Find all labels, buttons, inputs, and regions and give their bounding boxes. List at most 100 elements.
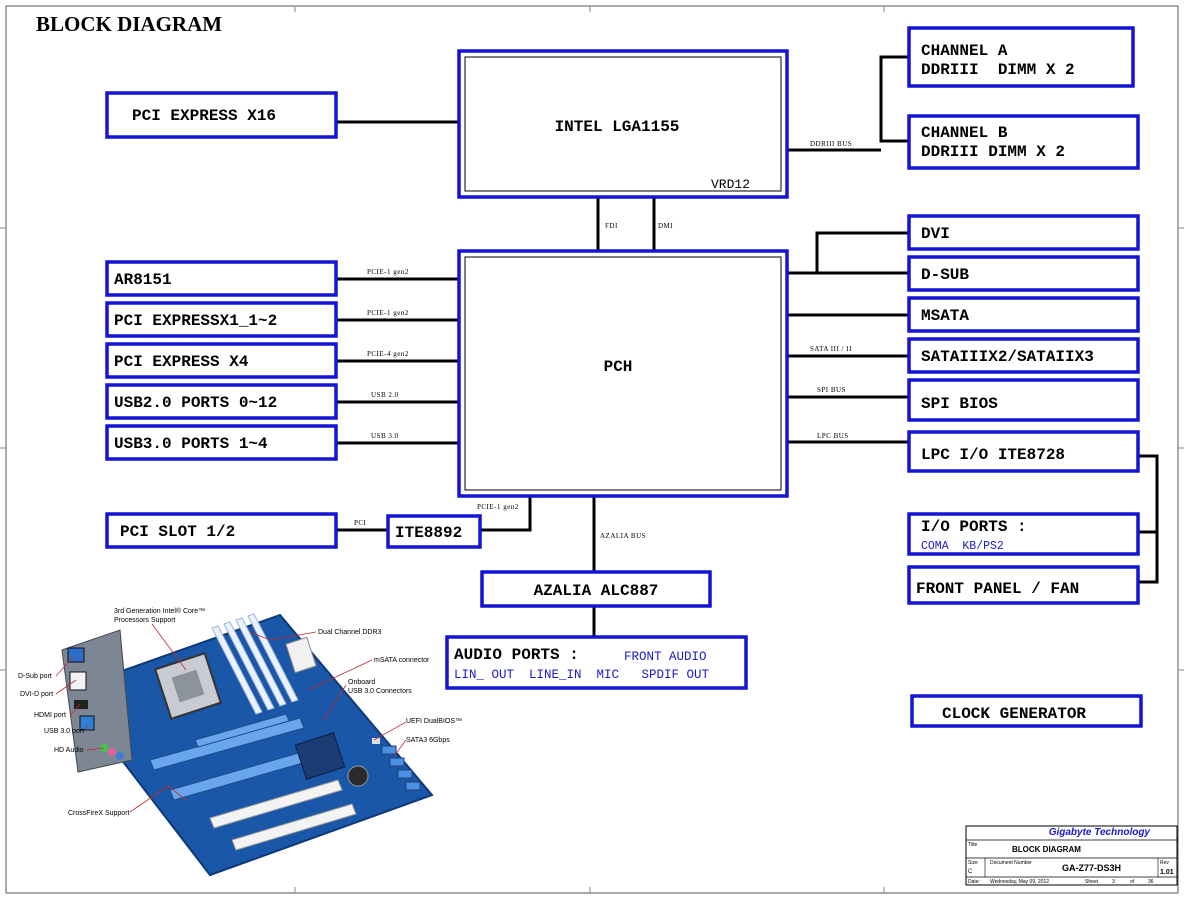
callout-cpu-1: 3rd Generation Intel® Core™	[114, 607, 205, 615]
ddr-bus-label: DDRIII BUS	[810, 140, 852, 148]
ite8892-label: ITE8892	[395, 524, 462, 542]
callout-usb3-2: USB 3.0 Connectors	[348, 688, 412, 695]
audio-ports-front: FRONT AUDIO	[624, 650, 707, 664]
callout-usb3-1: Onboard	[348, 679, 375, 686]
pcie-x16-box	[105, 91, 338, 139]
pcie-x4-label: PCI EXPRESS X4	[114, 353, 249, 371]
pcie-x4-box	[105, 342, 338, 379]
pch-heatsink	[294, 732, 346, 780]
dvi-label: DVI	[921, 225, 950, 243]
dsub-box	[907, 255, 1140, 292]
fdi-bus-label: FDI	[605, 222, 618, 230]
bottom-blocks: AZALIA ALC887 AUDIO PORTS : FRONT AUDIO …	[445, 570, 748, 690]
tb-rev: 1.01	[1160, 869, 1174, 876]
frame-ticks	[0, 6, 1184, 893]
lpc-io-label: LPC I/O ITE8728	[921, 446, 1065, 464]
front-panel-label: FRONT PANEL / FAN	[916, 580, 1079, 598]
callout-ddr3: Dual Channel DDR3	[318, 629, 382, 636]
atx-power-connector	[285, 636, 317, 674]
azalia-bus-label: AZALIA BUS	[600, 532, 646, 540]
azalia-label: AZALIA ALC887	[534, 582, 659, 600]
cpu-label: INTEL LGA1155	[555, 118, 680, 136]
audio-ports-box	[445, 635, 748, 690]
tb-sheet: 3	[1112, 879, 1115, 885]
pcie-slots	[149, 713, 335, 801]
sata-label: SATAIIIX2/SATAIIX3	[921, 348, 1094, 366]
tb-size-label: Size	[968, 860, 978, 866]
wires	[336, 55, 1159, 637]
pcie-x1-box	[105, 301, 338, 338]
sata-ports	[381, 745, 421, 791]
channel-a-line2: DDRIII DIMM X 2	[921, 61, 1075, 79]
diagram-title: BLOCK DIAGRAM	[36, 12, 222, 36]
callout-usb30: USB 3.0 port	[44, 728, 84, 735]
dvi-box	[907, 214, 1140, 251]
dvi-connector	[69, 671, 87, 691]
tb-company: Gigabyte Technology	[1049, 827, 1151, 838]
callout-cpu-2: Processors Support	[114, 617, 176, 624]
pch-label: PCH	[604, 358, 633, 376]
usb3-bus-label: USB 3.0	[371, 432, 399, 440]
usb3-connector	[79, 715, 95, 731]
audio-jack-3	[116, 752, 124, 760]
motherboard-illustration: 3rd Generation Intel® Core™ Processors S…	[18, 607, 462, 877]
right-blocks: CHANNEL A DDRIII DIMM X 2 CHANNEL B DDRI…	[907, 26, 1143, 728]
cpu-socket-center	[171, 669, 205, 703]
audio-jack-2	[108, 748, 116, 756]
tb-size: C	[968, 869, 973, 875]
audio-ports-sub: LIN_ OUT LINE_IN MIC SPDIF OUT	[454, 668, 710, 682]
io-ports-box	[907, 512, 1140, 556]
usb3-box	[105, 424, 338, 461]
io-shield	[61, 629, 133, 773]
hdmi-connector	[74, 700, 88, 709]
pcie-x1-label: PCI EXPRESSX1_1~2	[114, 312, 277, 330]
channel-a-line1: CHANNEL A	[921, 42, 1008, 60]
tb-rev-label: Rev	[1160, 860, 1169, 866]
page-frame	[5, 5, 1179, 894]
title-block: Gigabyte Technology Title BLOCK DIAGRAM …	[965, 825, 1178, 886]
left-blocks: PCI EXPRESS X16 AR8151 PCI EXPRESSX1_1~2…	[105, 91, 482, 549]
azalia-box	[480, 570, 712, 608]
pcie1-c-bus-label: PCIE-1 gen2	[477, 503, 519, 511]
channel-b-box	[907, 114, 1140, 170]
pcie4-bus-label: PCIE-4 gen2	[367, 350, 409, 358]
channel-b-line1: CHANNEL B	[921, 124, 1008, 142]
cpu-block: INTEL LGA1155 VRD12	[457, 49, 789, 199]
ite8892-box	[386, 514, 482, 549]
cmos-battery	[347, 765, 369, 787]
sata-bus-label: SATA III / II	[810, 345, 852, 353]
msata-box	[907, 296, 1140, 333]
callout-crossfire: CrossFireX Support	[68, 810, 130, 817]
dsub-label: D-SUB	[921, 266, 969, 284]
ar8151-label: AR8151	[114, 271, 172, 289]
lpc-bus-label: LPC BUS	[817, 432, 849, 440]
clock-gen-box	[910, 694, 1143, 728]
spi-bios-box	[907, 378, 1140, 422]
tb-docnum-label: Document Number	[990, 860, 1032, 866]
sata-box	[907, 337, 1140, 374]
pci-slot-box	[105, 512, 338, 549]
usb3-label: USB3.0 PORTS 1~4	[114, 435, 268, 453]
io-ports-sub: COMA KB/PS2	[921, 540, 1004, 553]
ar8151-box	[105, 260, 338, 297]
bios-chip	[372, 738, 380, 744]
cpu-vrd-label: VRD12	[711, 177, 750, 192]
msata-label: MSATA	[921, 307, 969, 325]
callout-dsub: D-Sub port	[18, 673, 52, 680]
tb-sheet-label: Sheet	[1085, 879, 1099, 885]
pcie-x16-label: PCI EXPRESS X16	[132, 107, 276, 125]
spi-bios-label: SPI BIOS	[921, 395, 998, 413]
callout-hdmi: HDMI port	[34, 712, 66, 719]
callout-lines	[55, 623, 407, 813]
callout-msata: mSATA connector	[374, 657, 430, 664]
io-ports-label: I/O PORTS :	[921, 518, 1027, 536]
pci-slots	[209, 779, 357, 851]
callout-sata3: SATA3 6Gbps	[406, 737, 450, 744]
bus-labels: DDRIII BUS FDI DMI PCIE-1 gen2 PCIE-1 ge…	[354, 140, 852, 540]
pci-slot-label: PCI SLOT 1/2	[120, 523, 235, 541]
dmi-bus-label: DMI	[658, 222, 673, 230]
callout-uefi: UEFI DualBIOS™	[406, 718, 462, 725]
audio-ports-label: AUDIO PORTS :	[454, 646, 579, 664]
callout-hdaudio: HD Audio	[54, 747, 84, 754]
